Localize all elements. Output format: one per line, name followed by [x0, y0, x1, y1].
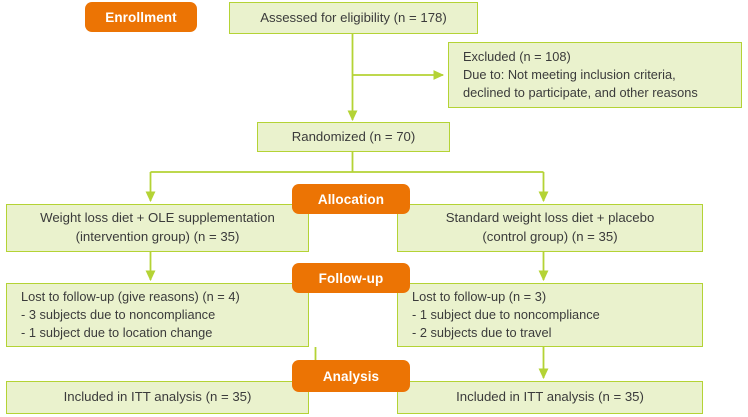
node-itt-analysis-intervention: Included in ITT analysis (n = 35) — [6, 381, 309, 414]
node-randomized: Randomized (n = 70) — [257, 122, 450, 152]
node-control-allocation: Standard weight loss diet + placebo (con… — [397, 204, 703, 252]
stage-label-allocation: Allocation — [317, 191, 385, 207]
node-lost-left-line-2: - 3 subjects due to noncompliance — [21, 306, 216, 322]
node-control-line-2: (control group) (n = 35) — [482, 229, 618, 244]
node-itt-left-line-1: Included in ITT analysis (n = 35) — [63, 389, 252, 405]
node-randomized-line-1: Randomized (n = 70) — [291, 128, 416, 144]
node-lost-right-line-3: - 2 subjects due to travel — [412, 325, 552, 341]
node-lost-to-followup-control: Lost to follow-up (n = 3) - 1 subject du… — [397, 283, 703, 347]
node-intervention-line-1: Weight loss diet + OLE supplementation — [40, 210, 275, 226]
node-lost-right-line-2: - 1 subject due to noncompliance — [412, 306, 600, 322]
node-itt-right-line-1: Included in ITT analysis (n = 35) — [456, 389, 644, 405]
node-lost-left-line-3: - 1 subject due to location change — [21, 325, 213, 341]
node-intervention-line-2: (intervention group) (n = 35) — [75, 229, 240, 244]
node-assessed-for-eligibility: Assessed for eligibility (n = 178) — [229, 2, 478, 34]
node-excluded: Excluded (n = 108) Due to: Not meeting i… — [448, 42, 742, 108]
stage-badge-enrollment: Enrollment — [85, 2, 197, 32]
node-lost-to-followup-intervention: Lost to follow-up (give reasons) (n = 4)… — [6, 283, 309, 347]
node-intervention-allocation: Weight loss diet + OLE supplementation (… — [6, 204, 309, 252]
node-control-line-1: Standard weight loss diet + placebo — [445, 210, 655, 226]
stage-label-followup: Follow-up — [318, 270, 384, 286]
stage-label-enrollment: Enrollment — [105, 9, 177, 25]
connector-randomized-split — [150, 152, 544, 173]
stage-badge-analysis: Analysis — [292, 360, 410, 392]
node-assessed-line-1: Assessed for eligibility (n = 178) — [260, 9, 447, 25]
stage-badge-allocation: Allocation — [292, 184, 410, 214]
node-lost-right-line-1: Lost to follow-up (n = 3) — [412, 288, 547, 304]
node-excluded-line-3: declined to participate, and other reaso… — [463, 85, 698, 101]
stage-badge-followup: Follow-up — [292, 263, 410, 293]
node-itt-analysis-control: Included in ITT analysis (n = 35) — [397, 381, 703, 414]
node-excluded-line-1: Excluded (n = 108) — [463, 48, 571, 64]
stage-label-analysis: Analysis — [322, 368, 380, 384]
node-lost-left-line-1: Lost to follow-up (give reasons) (n = 4) — [21, 288, 240, 304]
node-excluded-line-2: Due to: Not meeting inclusion criteria, — [463, 66, 676, 82]
